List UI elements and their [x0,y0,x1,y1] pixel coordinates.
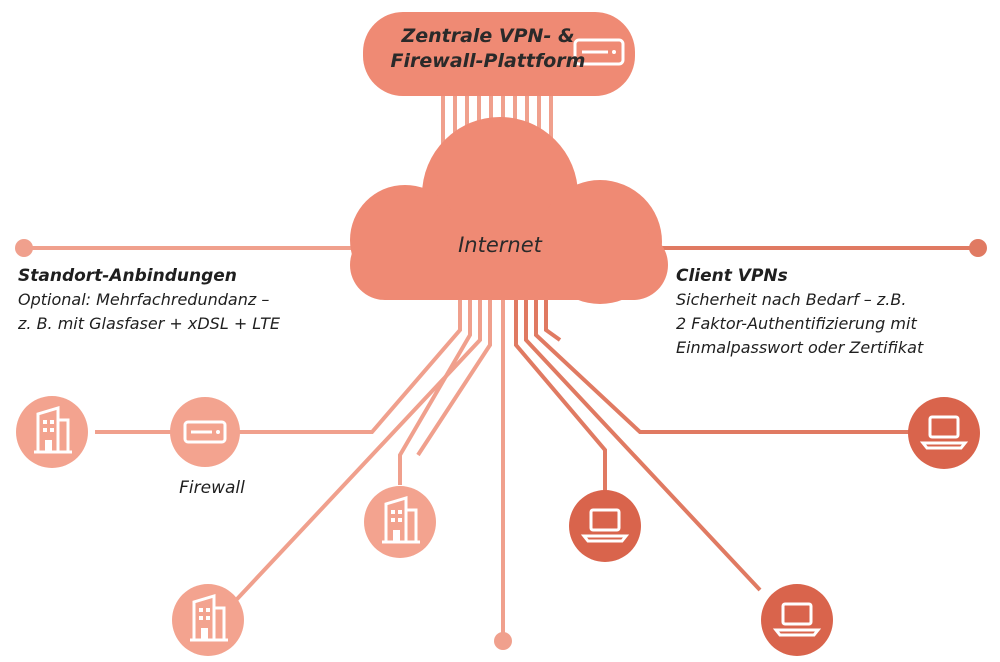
building-icon [34,405,72,454]
building-node-bottom [172,584,244,656]
laptop-icon [580,508,630,543]
building-icon [382,495,420,544]
platform-title-line1: Zentrale VPN- & [401,25,575,47]
client-vpns-line3: Einmalpasswort oder Zertifikat [676,338,924,357]
bottom-connector-center [494,300,512,650]
site-connections-text: Standort-Anbindungen Optional: Mehrfachr… [18,264,363,336]
client-vpns-line2: 2 Faktor-Authentifizierung mit [676,314,917,333]
laptop-node-middle [569,490,641,562]
firewall-appliance-icon [573,38,625,66]
bottom-connectors-right [514,300,910,592]
laptop-icon [772,602,822,637]
cloud-shape [350,117,668,304]
internet-label: Internet [458,233,542,257]
side-lines [15,239,987,257]
site-connections-line1: Optional: Mehrfachredundanz – [18,290,270,309]
building-node-left [16,396,88,468]
site-connections-line2: z. B. mit Glasfaser + xDSL + LTE [18,314,281,333]
client-vpns-text: Client VPNs Sicherheit nach Bedarf – z.B… [650,264,995,360]
building-icon [190,593,228,642]
building-node-middle [364,486,436,558]
laptop-node-bottom [761,584,833,656]
bottom-connectors-left [206,300,492,636]
platform-title-line2: Firewall-Plattform [390,50,586,72]
client-vpns-line1: Sicherheit nach Bedarf – z.B. [676,290,907,309]
firewall-node [170,397,240,467]
laptop-icon [919,415,969,450]
client-vpns-heading: Client VPNs [676,266,788,286]
platform-title: Zentrale VPN- & Firewall-Plattform [372,24,604,74]
firewall-label: Firewall [179,478,245,498]
firewall-appliance-icon [183,420,227,444]
central-platform [363,12,635,96]
laptop-node-right [908,397,980,469]
site-connections-heading: Standort-Anbindungen [18,266,237,286]
